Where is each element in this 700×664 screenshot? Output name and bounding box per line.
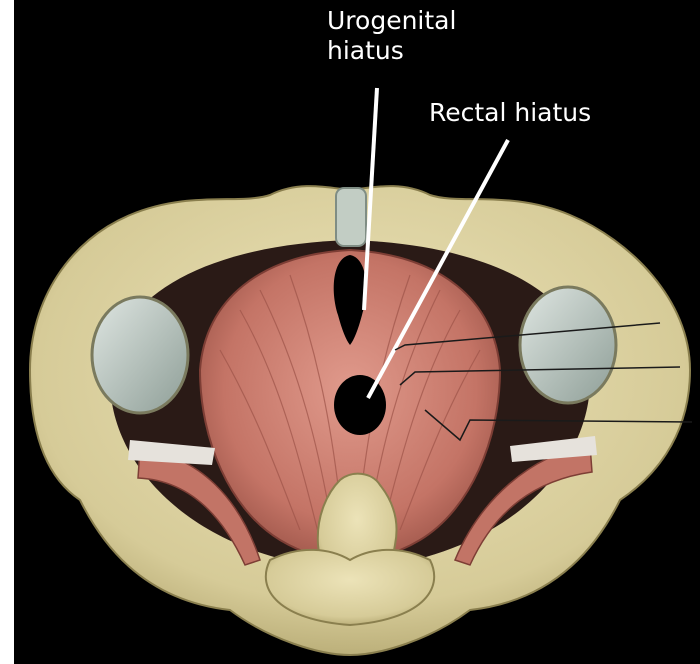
left-acetabulum	[90, 295, 190, 415]
urogenital-label-line1: Urogenital	[327, 6, 457, 35]
urogenital-hiatus-label: Urogenital hiatus	[327, 6, 456, 66]
right-acetabulum	[518, 285, 618, 405]
leader-lines	[394, 322, 693, 442]
pubic-symphysis	[335, 187, 367, 247]
right-tendon	[510, 436, 597, 462]
sacrum	[264, 548, 436, 627]
urogenital-label-line2: hiatus	[327, 36, 404, 65]
right-lateral-muscle	[453, 444, 593, 566]
left-tendon	[128, 440, 215, 465]
urogenital-pointer-line	[362, 87, 379, 311]
left-edge-panel	[0, 0, 14, 664]
urogenital-hiatus-opening	[333, 255, 367, 345]
left-lateral-muscle	[137, 449, 261, 566]
rectal-hiatus-label: Rectal hiatus	[429, 98, 592, 127]
rectal-pointer-line	[366, 139, 510, 399]
rectal-hiatus-opening	[334, 375, 386, 435]
